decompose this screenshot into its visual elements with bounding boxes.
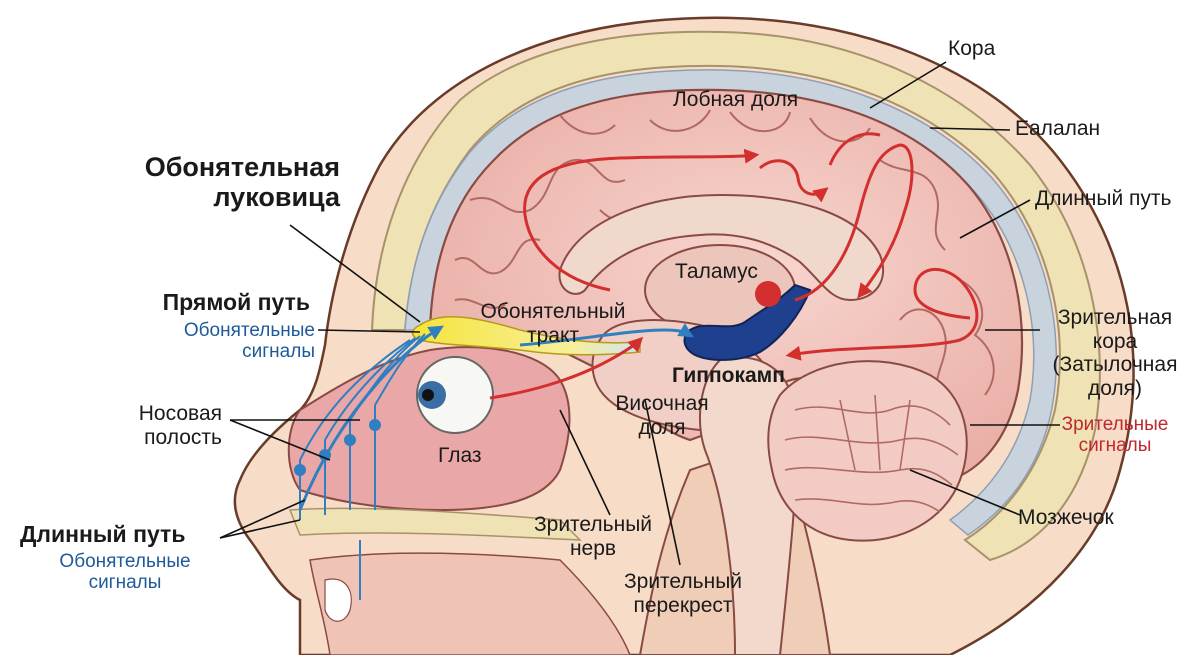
skull	[370, 30, 1101, 562]
label-hippocampus: Гиппокамп	[672, 364, 785, 387]
red-paths	[523, 132, 979, 361]
label-visual-signals-line1: Зрительные	[1061, 414, 1169, 435]
label-olfactory-tract: Обонятельный тракт	[478, 300, 628, 347]
label-long-signals-line1: Обонятельные	[59, 551, 191, 572]
label-ealalan: Еалалан	[1015, 117, 1101, 140]
tooth	[324, 578, 352, 622]
label-optic-chiasm-line1: Зрительный	[623, 570, 743, 593]
label-nasal-cavity-line2: полость	[144, 425, 222, 449]
amygdala-red	[755, 281, 781, 307]
eye	[416, 356, 494, 434]
label-olfactory-bulb-line2: луковица	[213, 182, 340, 213]
label-visual-cortex-line3: (Затылочная	[1052, 353, 1178, 377]
label-optic-nerve: Зрительный нерв	[518, 513, 668, 560]
label-optic-chiasm-line2: перекрест	[633, 593, 733, 617]
label-long-signals: Обонятельные сигналы	[45, 551, 205, 594]
label-temporal-lobe-line2: доля	[638, 415, 686, 439]
label-olfactory-tract-line2: тракт	[526, 323, 580, 347]
label-cortex: Кора	[948, 37, 996, 60]
label-visual-signals-line2: сигналы	[1078, 435, 1152, 457]
label-olfactory-bulb-line1: Обонятельная	[144, 152, 340, 182]
label-direct-signals-line1: Обонятельные	[183, 320, 315, 341]
label-visual-cortex: Зрительная кора (Затылочная доля)	[1045, 306, 1185, 400]
mouth	[309, 552, 631, 655]
label-visual-cortex-line1: Зрительная	[1057, 306, 1173, 329]
label-temporal-lobe: Височная доля	[597, 392, 727, 439]
label-cerebellum: Мозжечок	[1018, 506, 1114, 529]
olfactory-neurons	[294, 333, 426, 600]
label-visual-cortex-line4: доля)	[1087, 376, 1143, 400]
label-frontal-lobe: Лобная доля	[673, 88, 799, 111]
label-optic-nerve-line2: нерв	[569, 536, 617, 560]
label-optic-chiasm: Зрительный перекрест	[608, 570, 758, 617]
leader-lines	[219, 61, 1060, 566]
palate	[288, 507, 582, 541]
label-long-path-left: Длинный путь	[20, 521, 186, 547]
label-eye: Глаз	[438, 444, 482, 467]
label-direct-signals: Обонятельные сигналы	[130, 320, 315, 363]
label-olfactory-tract-line1: Обонятельный	[480, 300, 626, 323]
label-visual-cortex-line2: кора	[1092, 329, 1138, 353]
cerebellum-folia	[784, 394, 959, 513]
label-visual-signals: Зрительные сигналы	[1050, 414, 1180, 457]
label-direct-signals-line2: сигналы	[242, 341, 315, 363]
label-nasal-cavity-line1: Носовая	[138, 402, 222, 425]
cerebellum	[767, 360, 968, 542]
corpus-callosum	[558, 193, 885, 302]
label-long-path-right: Длинный путь	[1035, 187, 1172, 210]
label-direct-path: Прямой путь	[162, 289, 310, 315]
label-nasal-cavity: Носовая полость	[100, 402, 222, 449]
optic-nerve	[489, 336, 644, 400]
label-optic-nerve-line1: Зрительный	[533, 513, 653, 536]
nasal-cavity	[287, 346, 571, 512]
hippocampus	[683, 283, 812, 361]
label-thalamus: Таламус	[675, 260, 758, 283]
label-temporal-lobe-line1: Височная	[615, 392, 709, 415]
label-long-signals-line2: сигналы	[88, 572, 162, 594]
label-olfactory-bulb: Обонятельная луковица	[90, 152, 340, 212]
